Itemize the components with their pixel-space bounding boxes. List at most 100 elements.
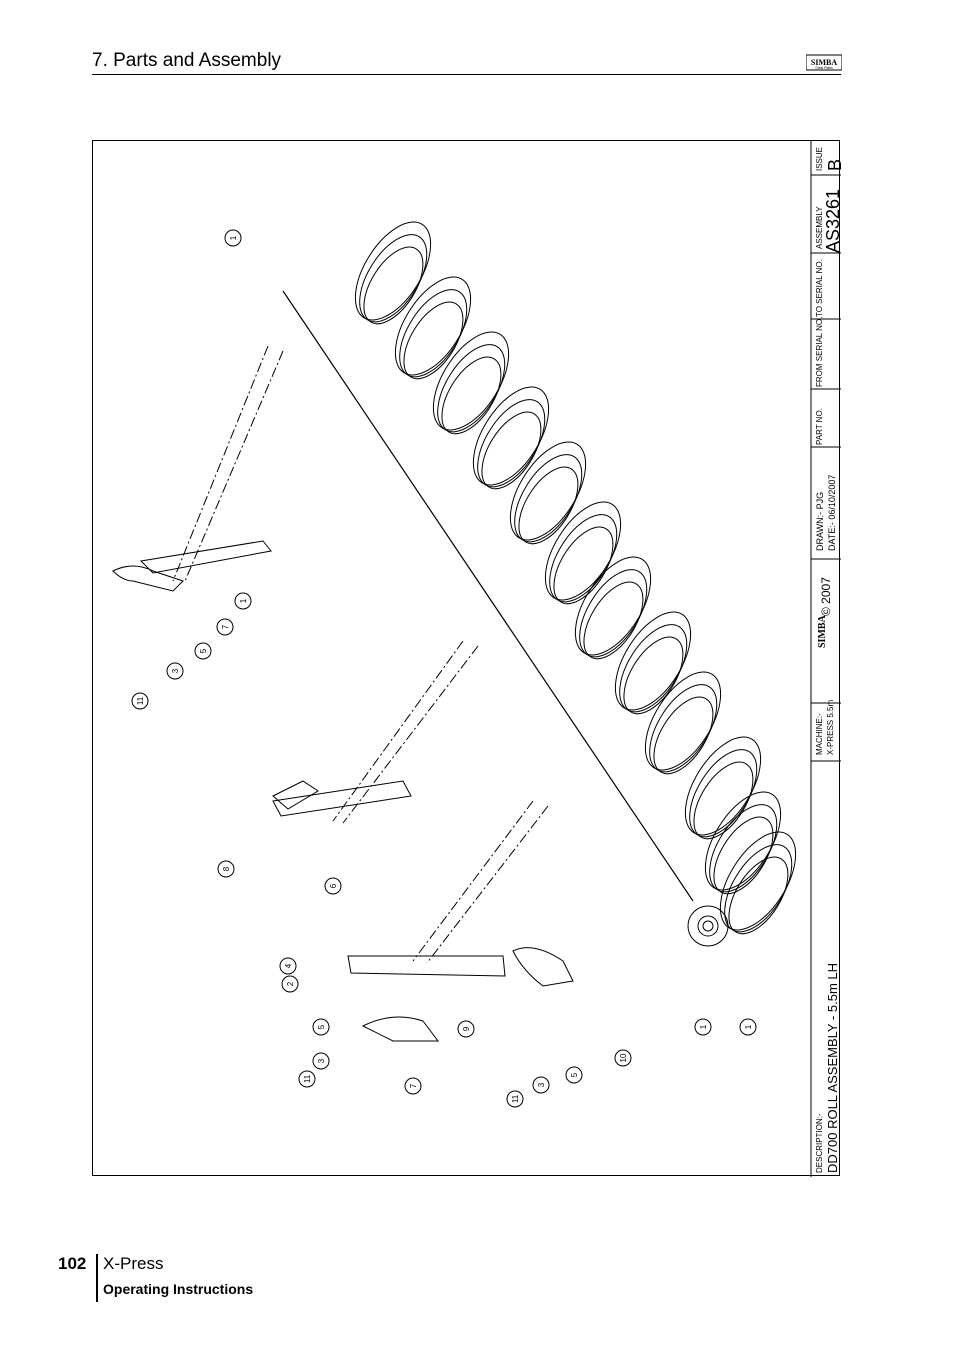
callout-number: 3 [537, 1082, 546, 1087]
from-serial-label: FROM SERIAL NO. [815, 316, 824, 387]
disc-outline [693, 761, 754, 840]
section-title: 7. Parts and Assembly [92, 50, 282, 71]
scraper-bracket-mid [272, 780, 412, 817]
assembly-line [412, 800, 534, 962]
disc-outline [644, 671, 722, 771]
callout-bubble [739, 1018, 757, 1036]
disc-outline [477, 399, 546, 488]
page-number: 102 [58, 1254, 87, 1273]
logo-subbrand-text: Great Plains [815, 66, 833, 70]
logo-brand-text: SIMBA [811, 58, 837, 67]
callout-bubble [694, 1018, 712, 1036]
callout-number: 2 [286, 981, 295, 986]
disc-outline [359, 234, 428, 323]
callout-number: 7 [409, 1083, 418, 1088]
callout-number: 5 [317, 1024, 326, 1029]
disc-outline [363, 246, 424, 325]
callout-bubble [234, 592, 252, 610]
callout-number: 3 [171, 668, 180, 673]
disc-outline [614, 611, 692, 711]
to-serial-label: TO SERIAL NO. [815, 259, 824, 317]
disc-outline [432, 331, 510, 431]
callout-number: 6 [329, 883, 338, 888]
disc-outline [623, 636, 684, 715]
assembly-line [184, 350, 284, 582]
title-block: ISSUE B ASSEMBLY AS3261 TO SERIAL NO. FR… [811, 141, 845, 1177]
disc-outline [549, 514, 618, 603]
header-divider [92, 74, 841, 75]
callout-number: 7 [221, 624, 230, 629]
product-name: X-Press [103, 1254, 164, 1273]
disc-outline [553, 526, 614, 605]
disc-outline [481, 411, 542, 490]
assembly-value: AS3261 [823, 188, 843, 253]
callout-number: 1 [744, 1024, 753, 1029]
description-label: DESCRIPTION:- [815, 1113, 824, 1173]
disc-outline [653, 696, 714, 775]
callout-bubble [312, 1018, 330, 1036]
callout-bubble [217, 860, 235, 878]
callout-number: 8 [222, 866, 231, 871]
date-label: DATE:- 06/10/2007 [827, 474, 837, 551]
document-subtitle: Operating Instructions [103, 1281, 254, 1297]
disc-outline [684, 736, 762, 836]
callout-bubble [532, 1076, 550, 1094]
description-value: DD700 ROLL ASSEMBLY - 5.5m LH [825, 962, 840, 1173]
disc-outline [728, 856, 789, 935]
disc-outline [619, 624, 688, 713]
disc-outline [394, 276, 472, 376]
callout-bubble [404, 1077, 422, 1095]
callout-number: 9 [462, 1026, 471, 1031]
callout-number: 11 [303, 1074, 312, 1083]
footer-divider [96, 1254, 98, 1302]
callout-number: 1 [699, 1024, 708, 1029]
title-block-logo-text: SIMBA [817, 615, 828, 648]
callout-bubble [216, 618, 234, 636]
disc-outline [518, 466, 579, 545]
callout-bubble [457, 1020, 475, 1038]
callout-bubble [281, 975, 299, 993]
disc-outline [399, 289, 468, 378]
callout-number: 3 [317, 1058, 326, 1063]
disc-outline [649, 684, 718, 773]
callout-bubble [614, 1049, 632, 1067]
callout-number: 11 [136, 696, 145, 705]
assembly-line [332, 640, 464, 822]
callout-bubble [166, 662, 184, 680]
callout-bubble [324, 877, 342, 895]
callout-bubble [194, 642, 212, 660]
disc-outline [441, 356, 502, 435]
assembly-line [172, 345, 269, 582]
part-no-label: PART NO. [815, 408, 824, 445]
callout-number: 1 [239, 598, 248, 603]
callout-bubble [312, 1052, 330, 1070]
assembly-line [426, 805, 549, 964]
callout-number: 10 [619, 1053, 628, 1062]
disc-outline [689, 749, 758, 838]
scraper-bracket-top [112, 540, 272, 592]
disc-outline [354, 221, 432, 321]
machine-value: X-PRESS 5.5m [826, 699, 835, 755]
disc-rolls [354, 221, 797, 935]
disc-outline [509, 441, 587, 541]
simba-logo: SIMBA Great Plains [806, 54, 842, 71]
disc-outline [724, 844, 793, 933]
shaft-line [282, 290, 694, 902]
callout-bubble [506, 1090, 524, 1108]
issue-label: ISSUE [815, 146, 824, 171]
disc-outline [544, 501, 622, 601]
copyright-text: © 2007 [819, 577, 833, 616]
disc-outline [709, 804, 778, 893]
issue-value: B [825, 158, 845, 171]
disc-outline [713, 816, 774, 895]
disc-outline [574, 556, 652, 656]
callout-bubble [131, 692, 149, 710]
callout-number: 1 [229, 235, 238, 240]
disc-outline [403, 301, 464, 380]
disc-outline [579, 569, 648, 658]
scraper-bracket-low [347, 947, 574, 1042]
callout-number: 11 [511, 1094, 520, 1103]
